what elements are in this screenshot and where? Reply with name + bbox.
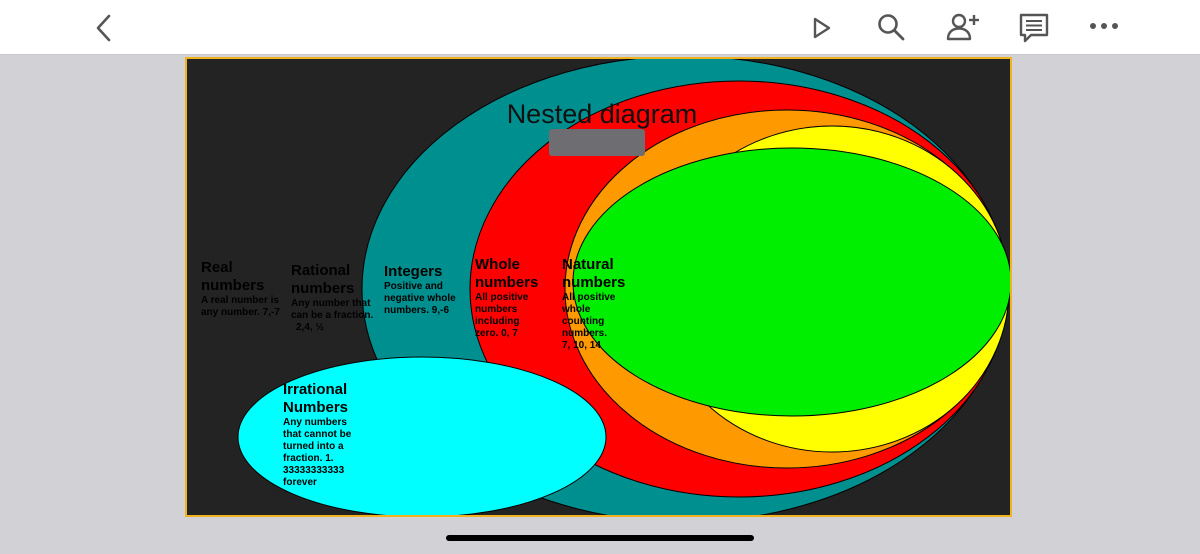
set-description: numbers. 9,-6 [384,305,450,316]
set-heading: Numbers [283,399,349,416]
redaction-box [549,129,645,156]
set-description: All positive [475,292,529,303]
set-description: All positive [562,292,616,303]
set-description: counting [562,316,605,327]
natural-numbers-label[interactable]: Natural numbers All positive whole count… [562,256,625,352]
top-toolbar [0,0,1200,55]
set-heading: numbers [475,274,539,291]
set-description: including [475,316,520,327]
whole-numbers-label[interactable]: Whole numbers All positive numbers inclu… [475,256,538,340]
comment-icon[interactable] [1018,12,1050,44]
search-icon[interactable] [876,12,906,42]
set-description: can be a fraction. [291,310,374,321]
set-description: that cannot be [283,429,352,440]
set-description: fraction. 1. [283,453,334,464]
set-description: A real number is [201,295,279,306]
set-description: zero. 0, 7 [475,328,518,339]
slide-title[interactable]: Nested diagram [506,99,698,129]
real-numbers-label[interactable]: Real numbers A real number is any number… [201,259,280,319]
set-description: 33333333333 [283,465,345,476]
home-indicator[interactable] [446,535,754,541]
set-heading: Irrational [283,381,348,398]
set-heading: numbers [291,280,355,297]
irrational-numbers-ellipse[interactable] [237,356,607,515]
set-description: numbers [475,304,518,315]
set-heading: numbers [562,274,626,291]
set-description: 2,4, ½ [296,322,324,333]
more-horizontal-icon[interactable] [1089,20,1119,32]
set-description: Any number that [291,298,371,309]
natural-numbers-ellipse[interactable] [572,147,1010,417]
integers-label[interactable]: Integers Positive and negative whole num… [384,263,456,317]
irrational-numbers-label[interactable]: Irrational Numbers Any numbers that cann… [283,381,351,489]
slide-canvas[interactable]: Nested diagram C m Real numbers A real n… [185,57,1012,517]
set-description: Any numbers [283,417,347,428]
set-description: Positive and [384,281,443,292]
rational-numbers-label[interactable]: Rational numbers Any number that can be … [291,262,373,334]
play-icon[interactable] [811,16,833,40]
add-person-icon[interactable] [944,12,980,42]
set-heading: Whole [475,256,520,273]
set-heading: Integers [384,263,443,280]
set-heading: Real [201,259,233,276]
set-description: turned into a [283,441,344,452]
set-description: whole [562,304,591,315]
set-heading: numbers [201,277,265,294]
set-heading: Rational [291,262,351,279]
chevron-left-icon[interactable] [92,13,116,43]
set-description: 7, 10, 14 [562,340,601,351]
set-description: any number. 7,-7 [201,307,280,318]
set-heading: Natural [562,256,614,273]
set-description: numbers. [562,328,608,339]
set-description: forever [283,477,317,488]
set-description: negative whole [384,293,456,304]
nested-diagram [237,59,1010,515]
